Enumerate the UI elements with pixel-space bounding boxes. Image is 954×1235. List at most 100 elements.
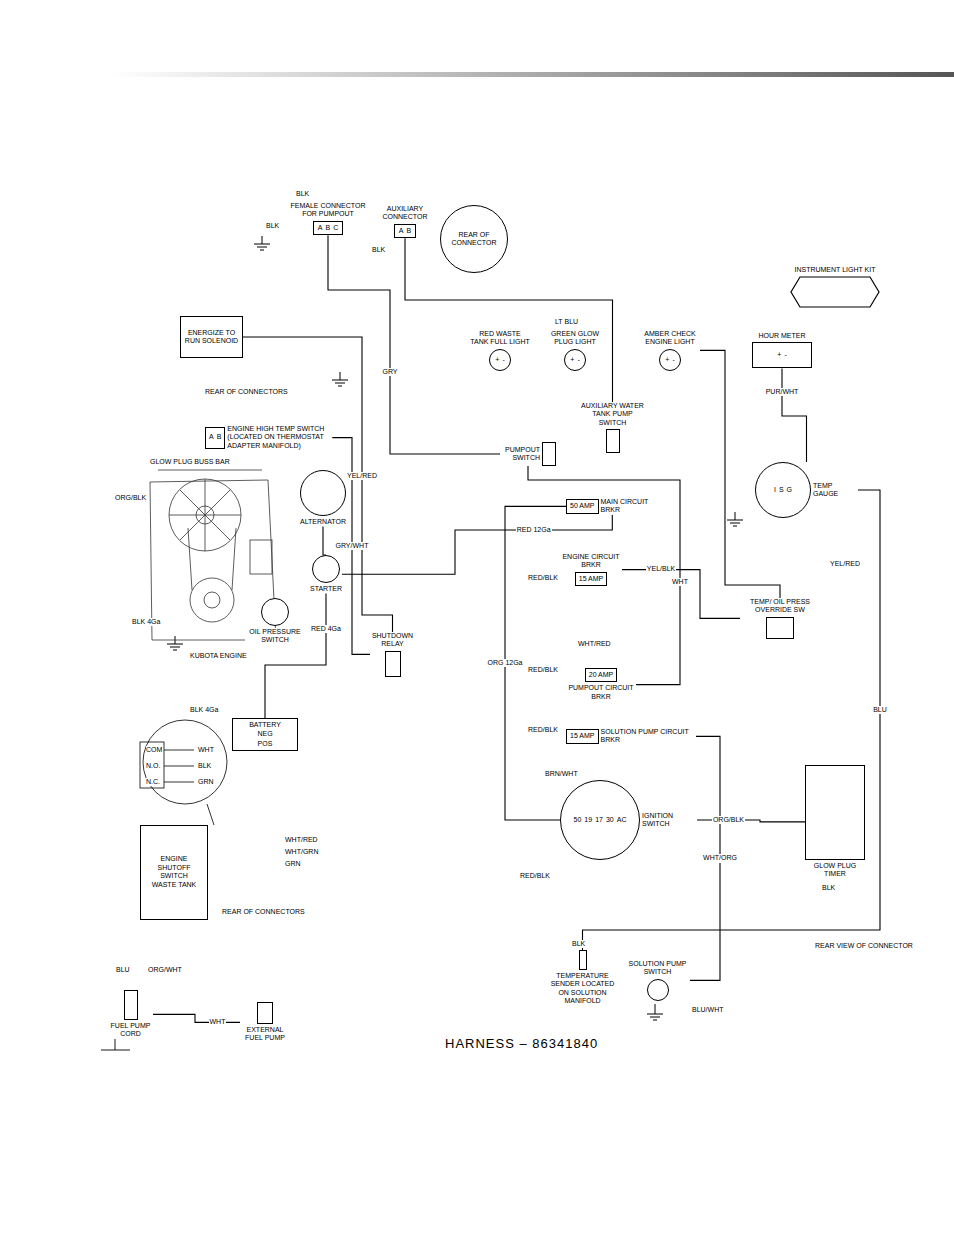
pin-label: 50 AMP (570, 502, 595, 510)
component-name: ENGINE SHUTOFF SWITCH (144, 855, 204, 880)
circle-symbol: +- (564, 349, 586, 371)
connector-box (579, 950, 587, 970)
component-name: RED WASTE TANK FULL LIGHT (470, 330, 530, 347)
component: 20 AMPPUMPOUT CIRCUIT BRKR (566, 668, 636, 701)
component: ALTERNATOR (300, 470, 346, 526)
wire (243, 337, 393, 632)
component-name: FEMALE CONNECTOR FOR PUMPOUT (288, 202, 368, 219)
component-name: SOLUTION PUMP SWITCH (625, 960, 690, 977)
component-name: IGNITION SWITCH (642, 812, 697, 829)
component: SOLUTION PUMP SWITCH (625, 960, 690, 1001)
component: 50 AMPMAIN CIRCUIT BRKR (566, 498, 659, 515)
component: HOUR METER+- (752, 332, 812, 368)
component-name: STARTER (310, 585, 342, 593)
component: FUEL PUMP CORD (108, 990, 153, 1039)
connector-box: BATTERYNEGPOS (232, 718, 298, 751)
component-name: SOLUTION PUMP CIRCUIT BRKR (601, 728, 696, 745)
connector-box: AB (394, 224, 416, 238)
wire-color-label: N.C. (146, 778, 160, 786)
wire-color-label: WHT (198, 746, 214, 754)
component: ENGINE SHUTOFF SWITCHWASTE TANK (140, 825, 208, 920)
wire-color-label: GRN (198, 778, 214, 786)
connector-box: 15 AMP (575, 572, 608, 586)
wire-color-label: YEL/BLK (646, 565, 676, 573)
wire-color-label: ORG/WHT (148, 966, 182, 974)
connector-box (124, 990, 138, 1020)
ground-symbols (167, 236, 743, 1020)
component-name: TEMP GAUGE (813, 482, 858, 499)
wire-color-label: BLK 4Ga (132, 618, 160, 626)
wire-color-label: PUR/WHT (765, 388, 800, 396)
circle-symbol: ISG (755, 462, 811, 518)
lamp-housing (790, 276, 880, 308)
pin-label: + (570, 356, 574, 364)
wire-color-label: BLK (266, 222, 279, 230)
pin-label: C (333, 224, 338, 232)
wire-color-label: REAR OF CONNECTORS (205, 388, 288, 396)
pin-label: A (209, 433, 214, 441)
component: OIL PRESSURE SWITCH (245, 598, 305, 645)
callout-detail (140, 720, 227, 825)
pin-label: S (779, 486, 784, 494)
wire-color-label: WHT/RED (578, 640, 611, 648)
component: FEMALE CONNECTOR FOR PUMPOUTABC (288, 202, 368, 235)
wire-color-label: RED/BLK (528, 666, 558, 674)
component-name: REAR OF CONNECTOR (449, 231, 499, 248)
connector-box (766, 617, 794, 639)
component: AUXILIARY WATER TANK PUMP SWITCH (580, 402, 645, 453)
wire (782, 368, 807, 462)
wire (332, 438, 370, 655)
pin-label: 19 (584, 816, 592, 824)
pin-label: 20 AMP (589, 671, 614, 679)
component: ENGINE CIRCUIT BRKR15 AMP (560, 553, 622, 586)
component: ABENGINE HIGH TEMP SWITCH (LOCATED ON TH… (205, 425, 332, 450)
component-name: WASTE TANK (152, 881, 197, 889)
component: TEMP/ OIL PRESS OVERRIDE SW (740, 598, 820, 639)
component-name: FUEL PUMP CORD (108, 1022, 153, 1039)
pin-label: - (577, 356, 579, 364)
component: GLOW PLUG TIMER (805, 765, 865, 879)
wire (622, 570, 740, 619)
connector-box: 15 AMP (566, 729, 599, 743)
pin-label: - (672, 356, 674, 364)
component: AUXILIARY CONNECTORAB (380, 205, 430, 238)
wire-color-label: BLK (822, 884, 835, 892)
component-name: INSTRUMENT LIGHT KIT (794, 266, 875, 274)
component-name: AMBER CHECK ENGINE LIGHT (640, 330, 700, 347)
component: 50191730ACIGNITION SWITCH (560, 780, 697, 860)
circle-symbol: 50191730AC (560, 780, 640, 860)
pin-label: 30 (606, 816, 614, 824)
connector-box: ENGINE SHUTOFF SWITCHWASTE TANK (140, 825, 208, 920)
wire-color-label: REAR OF CONNECTORS (222, 908, 305, 916)
component: AMBER CHECK ENGINE LIGHT+- (640, 330, 700, 371)
pin-label: - (784, 351, 786, 359)
component-name: PUMPOUT SWITCH (500, 446, 540, 463)
harness-number: HARNESS – 86341840 (445, 1036, 598, 1052)
wire (405, 238, 613, 402)
connector-box (257, 1002, 273, 1024)
wire-color-label: YEL/RED (346, 472, 378, 480)
pin-label: I (774, 486, 776, 494)
pin-label: - (502, 356, 504, 364)
wire-color-label: BLU/WHT (692, 1006, 724, 1014)
connector-box (385, 651, 401, 677)
pin-label: A (399, 227, 404, 235)
component: PUMPOUT SWITCH (500, 442, 556, 466)
pin-label: B (325, 224, 330, 232)
component-name: GREEN GLOW PLUG LIGHT (545, 330, 605, 347)
component: ENERGIZE TO RUN SOLENOID (180, 316, 243, 358)
pin-label: + (495, 356, 499, 364)
wire-color-label: N.O. (146, 762, 160, 770)
component-name: ENERGIZE TO RUN SOLENOID (184, 329, 239, 346)
component-name: EXTERNAL FUEL PUMP (240, 1026, 290, 1043)
wire-color-label: RED 4Ga (310, 625, 342, 633)
wire-color-label: ORG 12Ga (487, 659, 524, 667)
wire-color-label: BLK (572, 940, 585, 948)
wire-color-label: ORG/BLK (115, 494, 146, 502)
pin-label: 15 AMP (579, 575, 604, 583)
wire-color-label: BRN/WHT (545, 770, 578, 778)
wire-color-label: GRY (382, 368, 399, 376)
component-name: OIL PRESSURE SWITCH (245, 628, 305, 645)
component: ISGTEMP GAUGE (755, 462, 858, 518)
